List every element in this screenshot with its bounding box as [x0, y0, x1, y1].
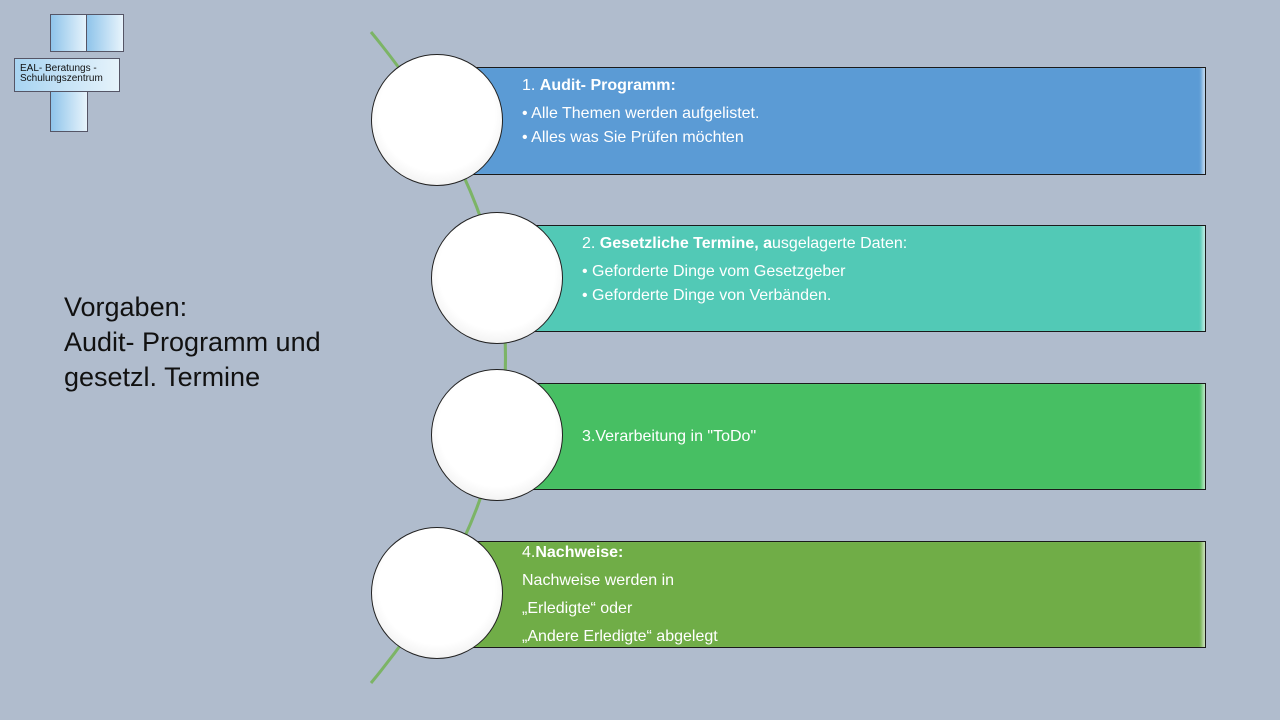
step-4-circle [371, 527, 503, 659]
logo: EAL- Beratungs -Schulungszentrum [14, 14, 126, 132]
step-3-text: 3.Verarbeitung in "ToDo" [582, 428, 757, 445]
step-1-bullet: • Alles was Sie Prüfen möchten [522, 129, 744, 146]
step-2-number: 2. [582, 235, 600, 252]
title-line1: Vorgaben: [64, 292, 188, 322]
step-1-heading: Audit- Programm: [539, 77, 676, 94]
step-2-heading-rest: usgelagerte Daten: [772, 235, 908, 252]
step-2-heading: Gesetzliche Termine, a [599, 235, 773, 252]
step-3-circle [431, 369, 563, 501]
step-1-bullet: • Alle Themen werden aufgelistet. [522, 105, 760, 122]
title-line2: Audit- Programm und [64, 327, 321, 357]
step-2-bullet: • Geforderte Dinge von Verbänden. [582, 287, 832, 304]
step-2-circle [431, 212, 563, 344]
slide-title: Vorgaben: Audit- Programm und gesetzl. T… [64, 290, 321, 395]
step-4-line: „Erledigte“ oder [522, 600, 633, 617]
step-1-circle [371, 54, 503, 186]
logo-line2: Schulungszentrum [20, 73, 103, 84]
step-4-box: 4.Nachweise: Nachweise werden in „Erledi… [470, 541, 1206, 648]
step-4-line: Nachweise werden in [522, 572, 675, 589]
step-4-heading: Nachweise: [535, 544, 624, 561]
step-1-number: 1. [522, 77, 540, 94]
logo-line1: EAL- Beratungs - [20, 63, 97, 74]
step-3-box: 3.Verarbeitung in "ToDo" [530, 383, 1206, 490]
step-2-box: 2. Gesetzliche Termine, ausgelagerte Dat… [530, 225, 1206, 332]
step-1-box: 1. Audit- Programm: • Alle Themen werden… [470, 67, 1206, 175]
step-2-bullet: • Geforderte Dinge vom Gesetzgeber [582, 263, 846, 280]
step-4-number: 4. [522, 544, 536, 561]
step-4-line: „Andere Erledigte“ abgelegt [522, 628, 718, 645]
title-line3: gesetzl. Termine [64, 362, 261, 392]
